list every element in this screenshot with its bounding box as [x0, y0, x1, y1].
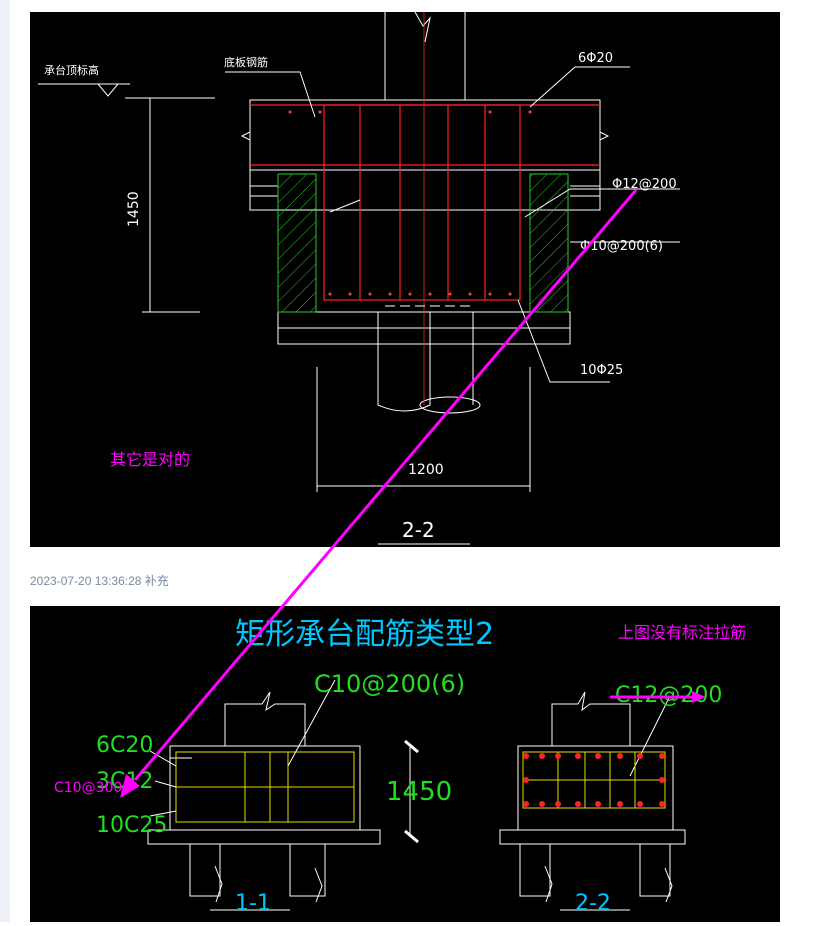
- label-bottom-rebar: 底板钢筋: [224, 55, 268, 69]
- section-1-1-outline: [147, 691, 381, 911]
- column-outline: [249, 11, 601, 130]
- timestamp-suffix: 补充: [144, 574, 169, 588]
- label-bottom-bars-bottom: 10C25: [96, 813, 167, 838]
- drawing-title: 矩形承台配筋类型2: [235, 617, 494, 652]
- label-stirrup: Φ10@200(6): [580, 239, 663, 254]
- label-inserted-tie: C10@300: [54, 780, 122, 796]
- height-dimension: [142, 98, 200, 313]
- section-2-2-label: 2-2: [575, 891, 611, 916]
- label-top-bars: 6Φ20: [578, 51, 613, 66]
- cad-drawing-top: 承台顶标高 底板钢筋 6Φ20 Φ12@200 Φ10@200(6) 10Φ25…: [30, 11, 780, 547]
- hatched-wall-left: [277, 173, 317, 313]
- elevation-marker: [38, 83, 215, 99]
- section-1-1-rebar: [175, 751, 355, 823]
- hatched-wall-right: [529, 173, 569, 313]
- section-2-2-outline: [499, 691, 686, 911]
- rebar-dots: [288, 110, 532, 296]
- dim-width: 1200: [408, 462, 444, 478]
- label-cap-top: 承台顶标高: [44, 63, 99, 77]
- label-stirrup-bottom: C10@200(6): [314, 670, 465, 698]
- section-1-1-leaders: [149, 679, 336, 817]
- section-2-2-rebar: [522, 751, 666, 809]
- annotation-no-tie: 上图没有标注拉筋: [618, 623, 746, 642]
- dim-height: 1450: [126, 191, 142, 227]
- section-1-1-label: 1-1: [235, 891, 271, 916]
- section-label: 2-2: [402, 518, 435, 542]
- label-top-bars-bottom: 6C20: [96, 733, 153, 758]
- sidebar-strip: [0, 0, 10, 922]
- timestamp-value: 2023-07-20 13:36:28: [30, 574, 142, 588]
- section-2-2-drawing: 承台顶标高 底板钢筋 6Φ20 Φ12@200 Φ10@200(6) 10Φ25…: [38, 11, 680, 545]
- rect-cap-type2-drawing: 矩形承台配筋类型2 上图没有标注拉筋 C10@200(6) 6C20 3C12 …: [54, 617, 746, 916]
- timestamp: 2023-07-20 13:36:28 补充: [30, 572, 169, 589]
- label-bottom-bars: 10Φ25: [580, 363, 623, 378]
- arrow-head-right-icon: [692, 691, 706, 703]
- annotation-note: 其它是对的: [110, 450, 190, 469]
- dim-height-bottom: 1450: [386, 777, 452, 807]
- cad-drawing-bottom: 矩形承台配筋类型2 上图没有标注拉筋 C10@200(6) 6C20 3C12 …: [30, 606, 780, 922]
- label-tie: Φ12@200: [612, 177, 677, 192]
